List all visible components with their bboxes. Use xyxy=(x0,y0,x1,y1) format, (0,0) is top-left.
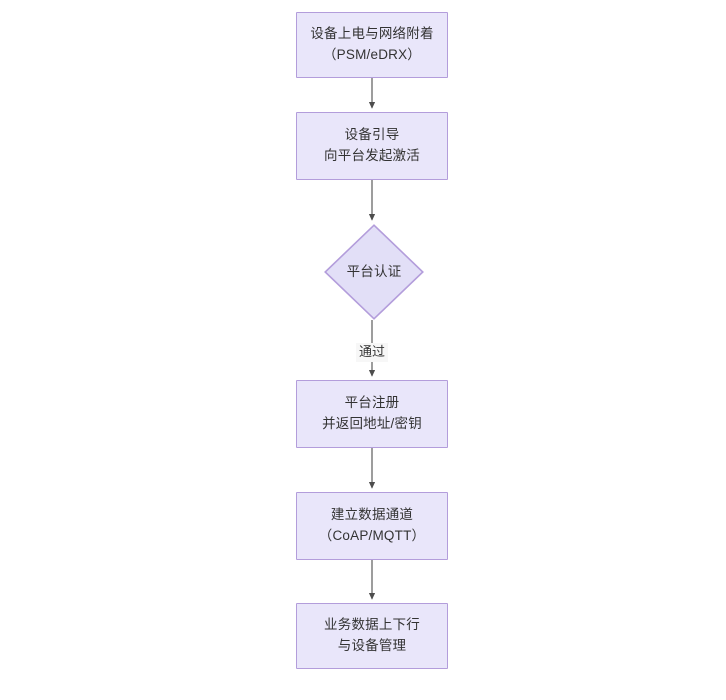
node-device-bootstrap[interactable]: 设备引导 向平台发起激活 xyxy=(296,112,448,180)
node-label: 平台注册 并返回地址/密钥 xyxy=(322,395,422,431)
node-device-power-on[interactable]: 设备上电与网络附着 （PSM/eDRX） xyxy=(296,12,448,78)
diamond-shape xyxy=(324,224,424,320)
node-label: 平台认证 xyxy=(346,263,402,279)
node-label: 业务数据上下行 与设备管理 xyxy=(324,617,420,653)
node-platform-registration[interactable]: 平台注册 并返回地址/密钥 xyxy=(296,380,448,448)
node-platform-authentication[interactable]: 平台认证 xyxy=(324,224,424,320)
node-business-data-and-device-management[interactable]: 业务数据上下行 与设备管理 xyxy=(296,603,448,669)
edge-label-pass: 通过 xyxy=(356,343,389,362)
node-label: 设备上电与网络附着 （PSM/eDRX） xyxy=(310,26,434,62)
node-label: 设备引导 向平台发起激活 xyxy=(324,127,420,163)
node-label: 建立数据通道 （CoAP/MQTT） xyxy=(318,507,426,543)
node-establish-data-channel[interactable]: 建立数据通道 （CoAP/MQTT） xyxy=(296,492,448,560)
